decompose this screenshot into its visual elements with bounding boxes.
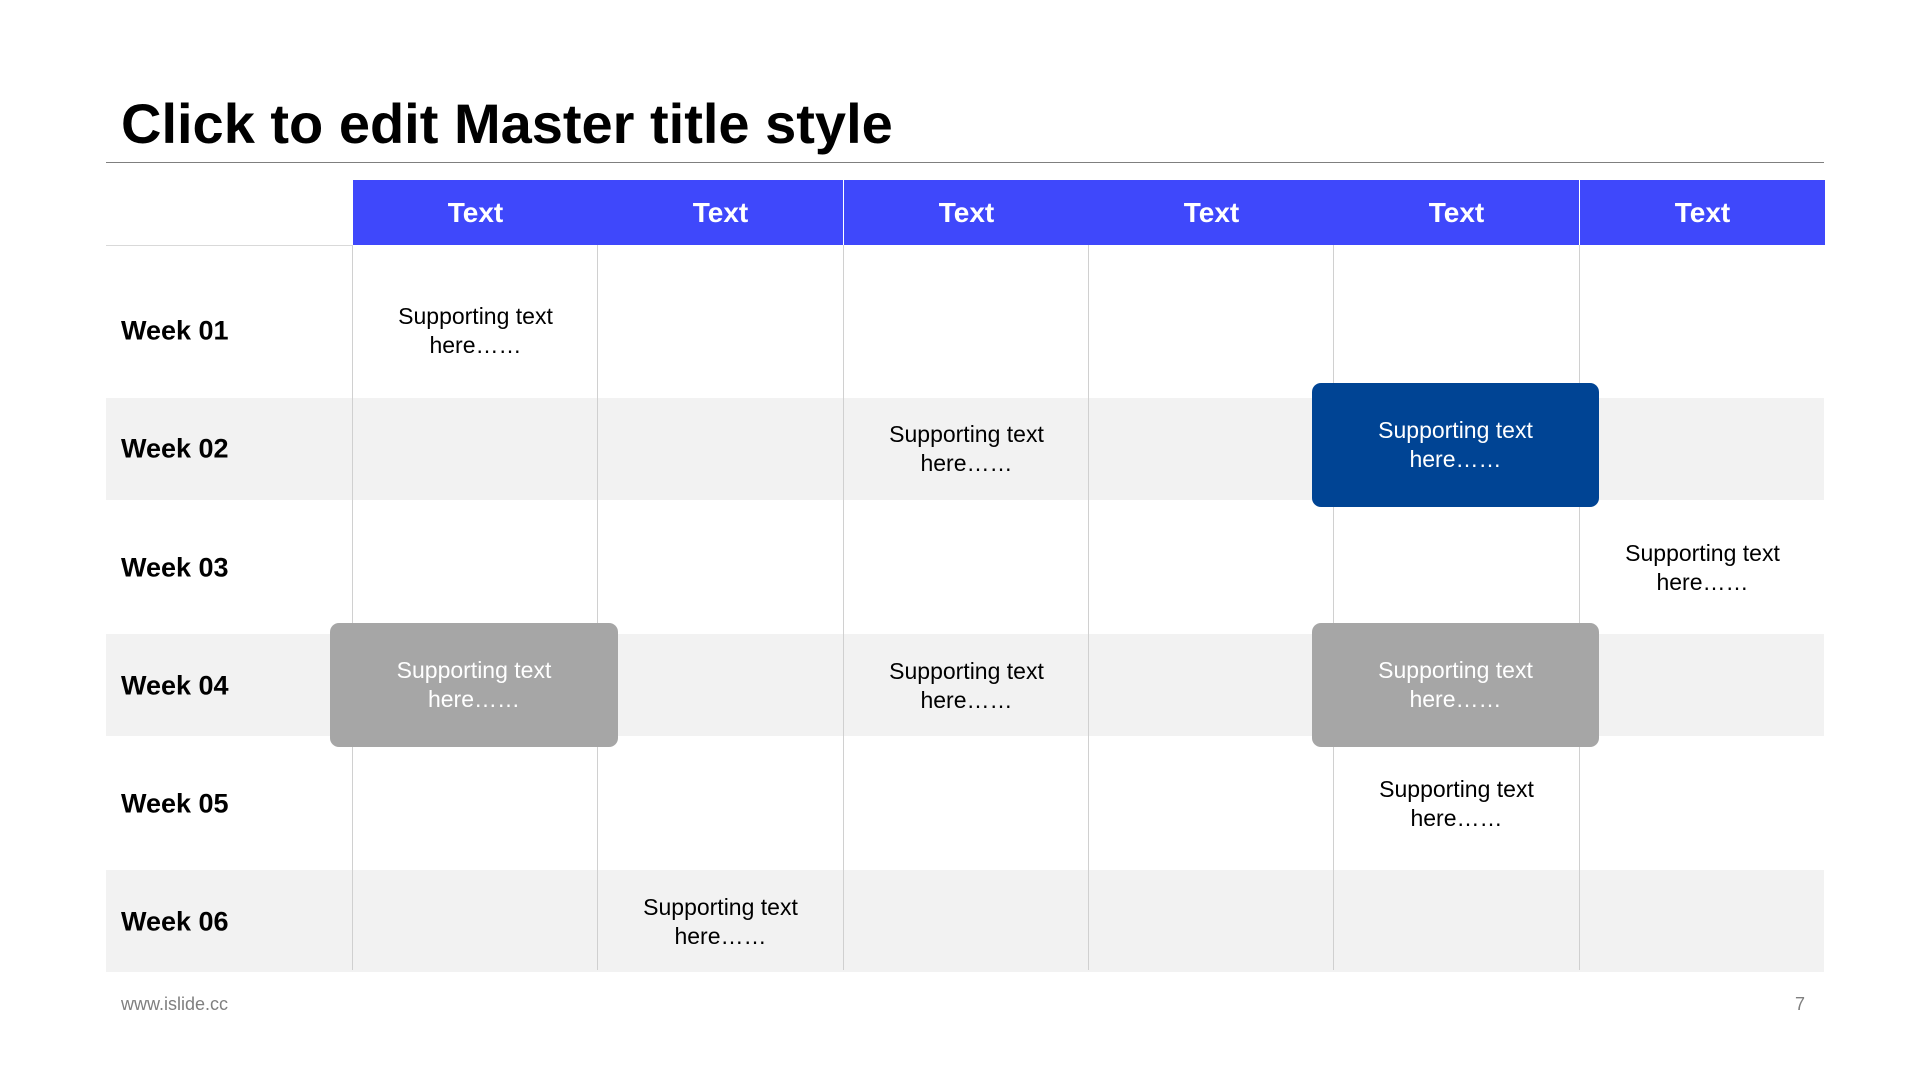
- box-text-line: Supporting text: [1378, 417, 1533, 443]
- row-label-week-06[interactable]: Week 06: [121, 906, 229, 937]
- cell-text-line: Supporting text: [1379, 776, 1534, 802]
- cell-text-line: Supporting text: [889, 421, 1044, 447]
- cell-week-04-col-3[interactable]: Supporting text here……: [844, 657, 1089, 715]
- column-header-1[interactable]: Text: [353, 180, 598, 245]
- row-label-week-01[interactable]: Week 01: [121, 315, 229, 346]
- cell-text-line: Supporting text: [643, 894, 798, 920]
- page-number: 7: [1795, 994, 1806, 1014]
- cell-week-01-col-1[interactable]: Supporting text here……: [353, 302, 598, 360]
- box-text-line: here……: [1409, 686, 1502, 712]
- header-divider: [106, 245, 353, 246]
- footer-url: www.islide.cc: [121, 994, 229, 1014]
- cell-week-06-col-2[interactable]: Supporting text here……: [598, 893, 843, 951]
- highlight-box-week-02-col-5[interactable]: Supporting text here……: [1312, 383, 1599, 507]
- highlight-box-week-04-col-5[interactable]: Supporting text here……: [1312, 623, 1599, 747]
- cell-week-03-col-6[interactable]: Supporting text here……: [1580, 539, 1825, 597]
- column-divider: [1333, 245, 1334, 970]
- cell-week-05-col-5[interactable]: Supporting text here……: [1334, 775, 1579, 833]
- row-band-week-06: [106, 870, 1824, 972]
- cell-text-line: here……: [1410, 805, 1503, 831]
- row-label-week-04[interactable]: Week 04: [121, 670, 229, 701]
- cell-text-line: here……: [920, 687, 1013, 713]
- column-divider: [352, 245, 353, 970]
- cell-text-line: Supporting text: [1625, 540, 1780, 566]
- cell-text-line: here……: [920, 450, 1013, 476]
- column-divider: [597, 245, 598, 970]
- highlight-box-week-04-col-1[interactable]: Supporting text here……: [330, 623, 618, 747]
- cell-text-line: Supporting text: [889, 658, 1044, 684]
- column-header-5[interactable]: Text: [1334, 180, 1579, 245]
- row-label-week-02[interactable]: Week 02: [121, 433, 229, 464]
- row-label-week-03[interactable]: Week 03: [121, 552, 229, 583]
- column-header-3[interactable]: Text: [844, 180, 1089, 245]
- cell-text-line: here……: [1656, 569, 1749, 595]
- slide-title[interactable]: Click to edit Master title style: [121, 92, 893, 155]
- cell-text-line: Supporting text: [398, 303, 553, 329]
- cell-text-line: here……: [429, 332, 522, 358]
- column-divider: [1579, 245, 1580, 970]
- column-header-6[interactable]: Text: [1580, 180, 1825, 245]
- column-header-2[interactable]: Text: [598, 180, 843, 245]
- box-text-line: here……: [427, 686, 521, 712]
- box-text-line: Supporting text: [396, 657, 552, 683]
- column-header-4[interactable]: Text: [1089, 180, 1334, 245]
- box-text-line: here……: [1409, 446, 1502, 472]
- cell-text-line: here……: [674, 923, 767, 949]
- title-divider: [106, 162, 1824, 163]
- row-label-week-05[interactable]: Week 05: [121, 788, 229, 819]
- box-text-line: Supporting text: [1378, 657, 1533, 683]
- column-divider: [843, 245, 844, 970]
- column-divider: [1088, 245, 1089, 970]
- cell-week-02-col-3[interactable]: Supporting text here……: [844, 420, 1089, 478]
